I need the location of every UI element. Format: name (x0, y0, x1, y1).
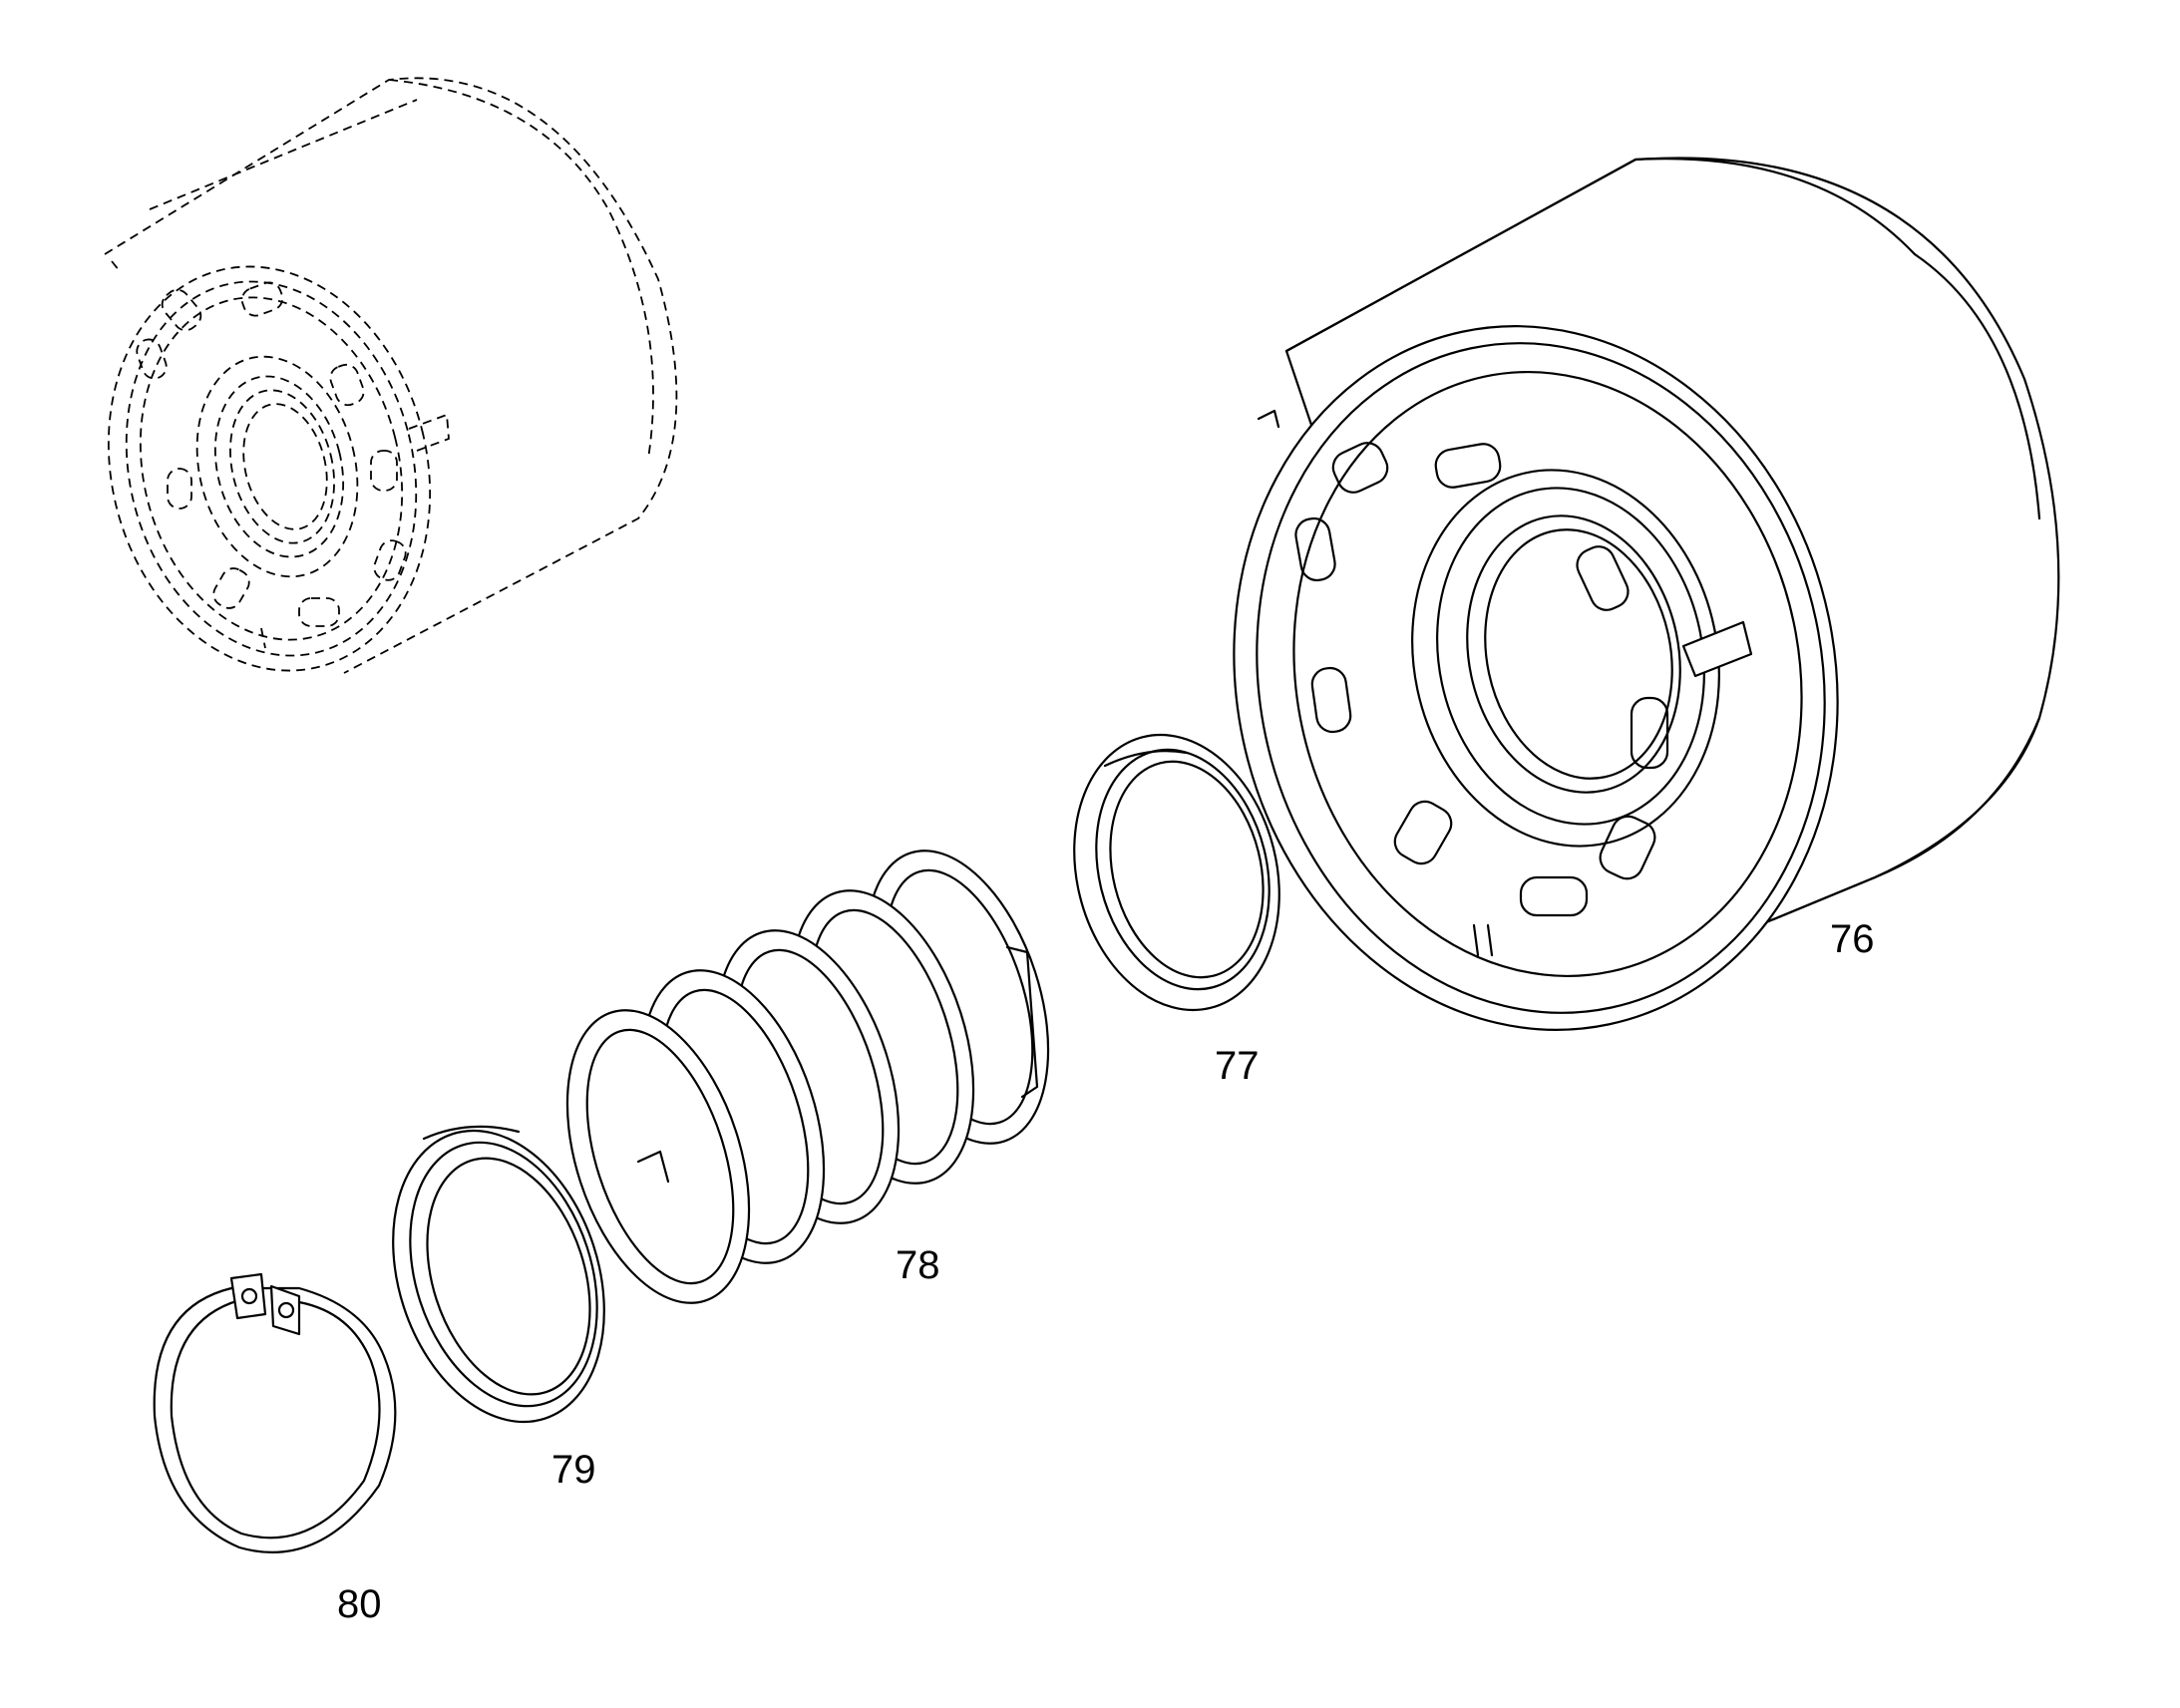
part-80-snap-ring (153, 1272, 397, 1553)
callout-77: 77 (1215, 1044, 1260, 1088)
part-79-spacer-ring (392, 1125, 605, 1424)
part-76-cylinder-block (1233, 157, 2060, 1031)
callout-79: 79 (551, 1448, 596, 1492)
callout-76: 76 (1830, 917, 1875, 961)
callout-80: 80 (337, 1582, 382, 1626)
callout-78: 78 (896, 1243, 940, 1287)
part-77-washer (1073, 733, 1280, 1012)
reference-cylinder-block-phantom (104, 77, 678, 674)
part-78-spring (565, 850, 1050, 1304)
